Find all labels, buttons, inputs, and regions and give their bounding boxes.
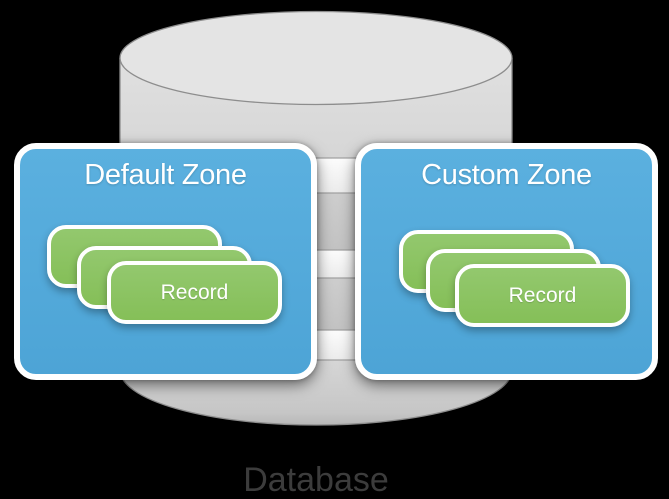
cylinder-top-face — [119, 10, 513, 106]
record-label: Record — [160, 280, 229, 304]
database-label: Database — [243, 461, 389, 499]
record-label: Record — [508, 283, 577, 307]
record-card-front: Record — [455, 264, 630, 327]
record-card-front: Record — [107, 261, 282, 324]
custom-zone-box: Custom Zone Record — [355, 143, 658, 380]
default-zone-box: Default Zone Record — [14, 143, 317, 380]
cylinder-outline — [119, 58, 513, 426]
zone-title: Custom Zone — [421, 159, 592, 191]
zone-title: Default Zone — [84, 159, 247, 191]
